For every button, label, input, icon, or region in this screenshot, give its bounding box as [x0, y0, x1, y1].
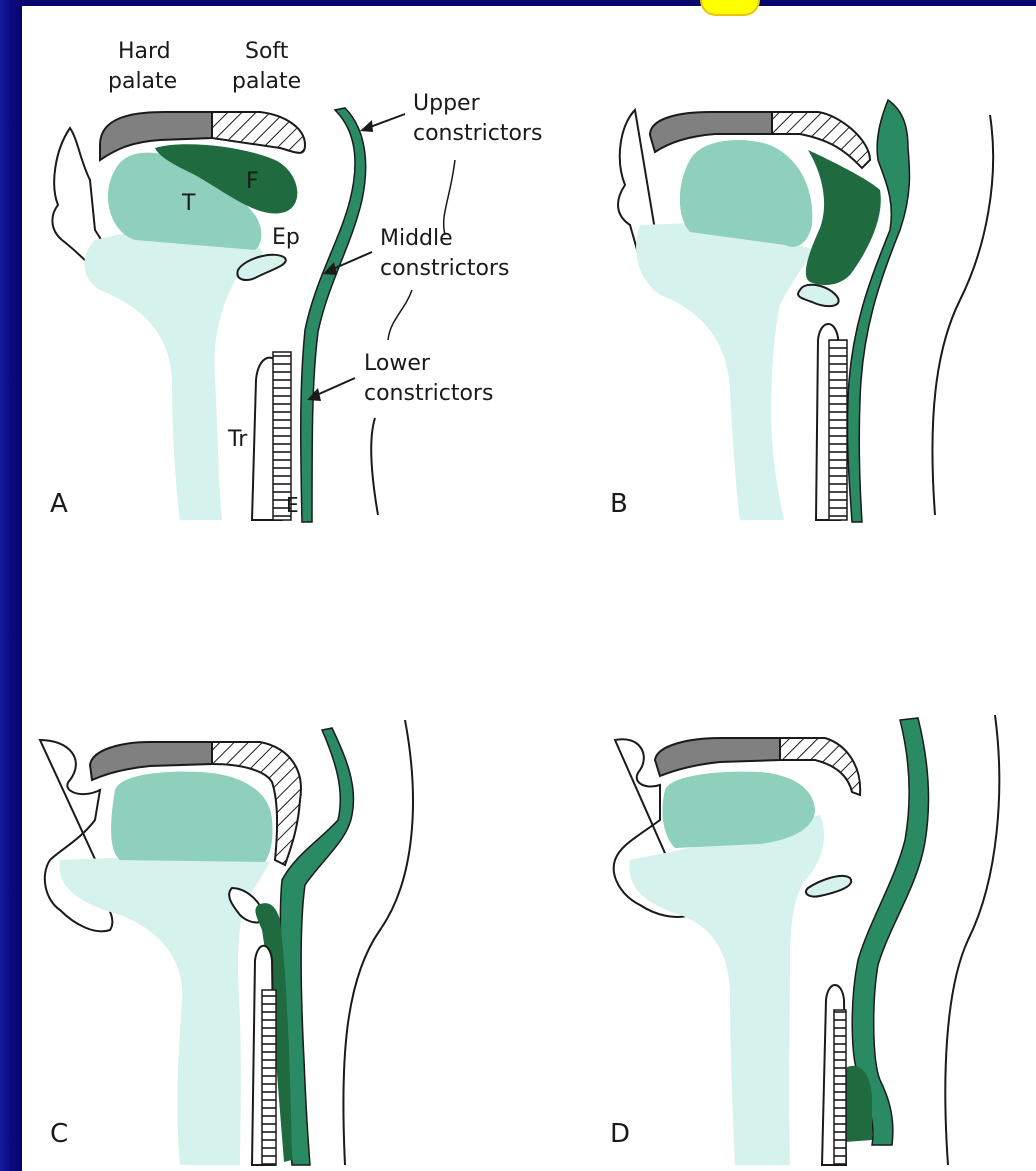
- label-esophagus: E: [286, 493, 299, 517]
- esophagus-d: [834, 1010, 846, 1165]
- label-trachea: Tr: [227, 427, 248, 452]
- label-upper-2: constrictors: [413, 121, 542, 146]
- label-upper-1: Upper: [413, 91, 481, 116]
- panel-a: Hard palate Soft palate Upper constricto…: [50, 39, 542, 522]
- neck-line-b: [932, 115, 993, 515]
- label-lower-1: Lower: [364, 351, 431, 376]
- pharynx-light-d: [629, 815, 824, 1165]
- panel-c: C: [40, 720, 413, 1165]
- label-lower-2: constrictors: [364, 381, 493, 406]
- tongue-c: [111, 772, 272, 862]
- esophagus-b: [829, 340, 847, 520]
- pharynx-light-a: [84, 230, 262, 520]
- label-hard-palate-2: palate: [108, 69, 177, 94]
- epiglottis-d: [806, 876, 851, 897]
- neck-line-d: [945, 715, 999, 1165]
- panel-d: D: [610, 715, 999, 1165]
- arrow-upper-head: [360, 120, 373, 132]
- leader-line-a: [444, 160, 455, 235]
- panel-label-d: D: [610, 1119, 630, 1149]
- label-middle-1: Middle: [380, 226, 453, 251]
- label-food: F: [246, 169, 259, 194]
- label-epiglottis: Ep: [272, 225, 300, 250]
- esophagus-c: [262, 990, 276, 1165]
- soft-palate-a: [212, 112, 305, 153]
- label-tongue: T: [181, 191, 196, 216]
- epiglottis-b: [798, 285, 839, 306]
- label-soft-palate-2: palate: [232, 69, 301, 94]
- leader-line-a2: [388, 290, 412, 340]
- label-middle-2: constrictors: [380, 256, 509, 281]
- panel-label-a: A: [50, 489, 68, 519]
- food-bolus-b: [806, 150, 881, 285]
- panel-b: B: [610, 100, 993, 522]
- panel-label-c: C: [50, 1119, 68, 1149]
- tongue-b: [680, 140, 813, 247]
- neck-line-c: [343, 720, 413, 1165]
- neck-line-a: [371, 418, 378, 515]
- pharynx-light-b: [636, 222, 815, 520]
- label-soft-palate-1: Soft: [245, 39, 289, 64]
- hard-palate-d: [655, 738, 780, 776]
- label-hard-palate-1: Hard: [118, 39, 171, 64]
- panel-label-b: B: [610, 489, 628, 519]
- constrictor-wall-a: [301, 108, 366, 522]
